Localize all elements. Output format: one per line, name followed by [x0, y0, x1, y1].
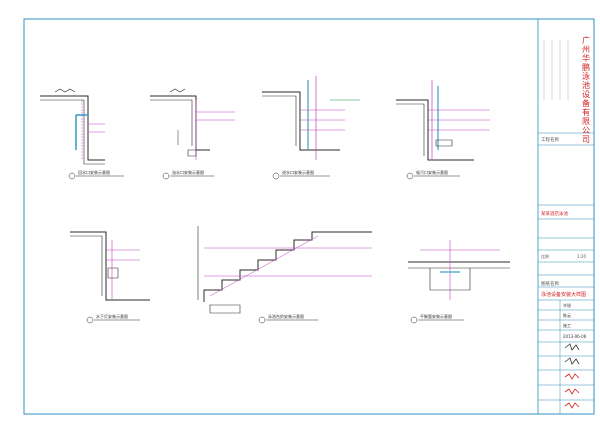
caption-detail-6: 泳池台阶安装示意图	[268, 313, 304, 319]
caption-detail-3: 进水口安装示意图	[282, 169, 314, 175]
caption-detail-4: 吸污口安装示意图	[416, 169, 448, 175]
detail-1: 回水口安装示意图	[40, 88, 124, 180]
drawing-name: 泳池设备安装大样图	[541, 291, 586, 298]
checker-name: 陈云	[563, 312, 571, 318]
caption-detail-5: 水下灯安装示意图	[96, 313, 128, 319]
detail-6: 泳池台阶安装示意图	[197, 226, 372, 324]
sheet-border	[23, 18, 595, 415]
company-name: 广州华鹏泳池设备有限公司	[582, 35, 591, 144]
detail-2: 溢水口安装示意图	[150, 88, 235, 180]
caption-detail-7: 平衡管安装示意图	[420, 313, 452, 319]
sheet-number: 施工	[563, 322, 571, 328]
project-name: 某某酒店泳池	[541, 210, 568, 217]
scale-value: 1:20	[577, 254, 586, 259]
detail-3: 进水口安装示意图	[262, 76, 360, 180]
project-label: 工程名称	[541, 136, 559, 143]
designer-name: 许锐	[563, 302, 571, 308]
detail-7: 平衡管安装示意图	[408, 240, 510, 324]
drawing-label: 图纸名称	[541, 280, 559, 287]
detail-4: 吸污口安装示意图	[396, 80, 490, 180]
signature-marks	[564, 343, 580, 409]
caption-detail-1: 回水口安装示意图	[78, 169, 110, 175]
caption-detail-2: 溢水口安装示意图	[172, 169, 204, 175]
title-block: 广州华鹏泳池设备有限公司 工程名称 某某酒店泳池 图纸名称 泳池设备安装大样图 …	[537, 19, 594, 414]
scale-label: 比例	[541, 253, 549, 259]
detail-5: 水下灯安装示意图	[70, 231, 150, 324]
date-value: 2013-06-06	[563, 334, 587, 339]
